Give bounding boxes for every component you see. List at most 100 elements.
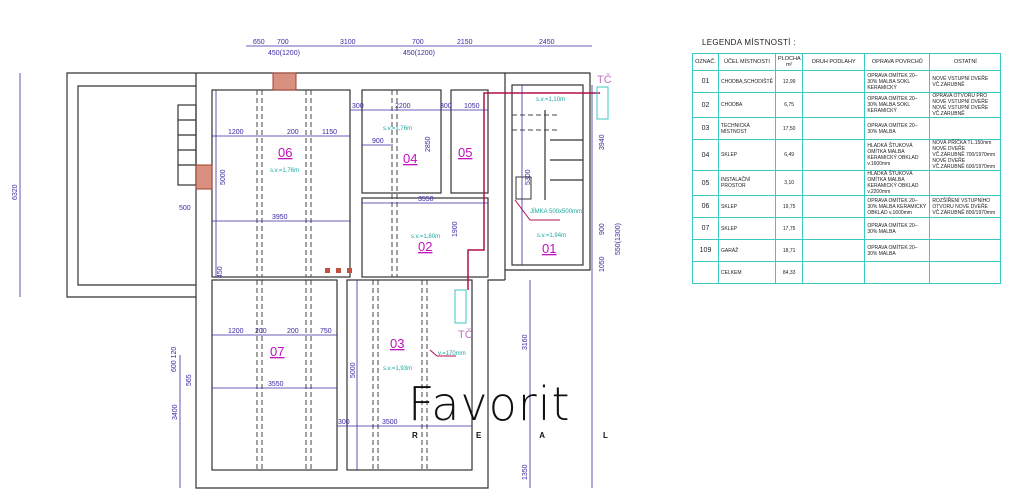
legend-cell-area: 19,75	[774, 195, 804, 218]
legend-cell-repair: HLADKÁ ŠTUKOVÁ OMÍTKA MALBA KERAMICKÝ OB…	[864, 170, 931, 196]
legend-title: LEGENDA MÍSTNOSTÍ :	[702, 38, 796, 47]
dim: 300	[352, 103, 364, 110]
col-header: DRUH PODLAHY	[802, 53, 866, 71]
room-height: s.v.=1,94m	[537, 233, 566, 239]
legend-header: OZNAČ. ÚČEL MÍSTNOSTI PLOCHA m² DRUH POD…	[692, 53, 1002, 71]
dim: 3550	[418, 196, 434, 203]
dim: 600 120	[171, 347, 178, 372]
dim: 5000	[220, 169, 227, 185]
legend-cell-other	[929, 217, 1002, 240]
dim: 5300	[525, 169, 532, 185]
legend-cell-floor	[802, 195, 866, 218]
logo-text: Favorit	[408, 377, 571, 431]
garage-annex	[66, 72, 196, 298]
room-height: s.v.=1,76m	[383, 126, 412, 132]
dim: 1050	[599, 256, 606, 272]
legend-cell-id: 05	[692, 170, 719, 196]
legend-cell-use: CHODBA	[718, 92, 776, 118]
dim: 2850	[425, 136, 432, 152]
dim: 900	[372, 138, 384, 145]
side-dimensions: 6320 3940 900 550(1300) 1050 3160 1350 3…	[12, 73, 622, 488]
legend-cell-id: 06	[692, 195, 719, 218]
legend-cell-use: GARÁŽ	[718, 239, 776, 262]
room-legend: LEGENDA MÍSTNOSTÍ : OZNAČ. ÚČEL MÍSTNOST…	[692, 38, 1002, 284]
legend-cell-id: 01	[692, 70, 719, 93]
legend-cell-other: ROZŠÍŘENÍ VSTUPNÍHO OTVORU NOVÉ DVEŘE VČ…	[929, 195, 1002, 218]
room-height: s.v.=1,10m	[536, 97, 565, 103]
legend-cell-area: 84,33	[774, 261, 804, 284]
dim: 450	[217, 266, 224, 278]
legend-cell-id: 07	[692, 217, 719, 240]
dim: 3400	[172, 404, 179, 420]
legend-cell-area: 17,75	[774, 217, 804, 240]
legend-cell-other: NOVÁ PŘÍČKA TL.150mm NOVÉ DVEŘE VČ.ZÁRUB…	[929, 139, 1002, 171]
dim: 1350	[522, 464, 529, 480]
dim: 1200	[228, 328, 244, 335]
legend-cell-use: SKLEP	[718, 195, 776, 218]
sump-label: JÍMKA 500x500mm	[530, 208, 582, 215]
legend-cell-repair: OPRAVA OMÍTEK 20–30% MALBA SOKL KERAMICK…	[864, 92, 931, 118]
legend-cell-use: TECHNICKÁ MÍSTNOST	[718, 117, 776, 140]
room-label: 02	[418, 239, 432, 254]
dim: 3950	[272, 214, 288, 221]
legend-cell-id	[692, 261, 719, 284]
legend-cell-floor	[802, 92, 866, 118]
dim: 200	[287, 129, 299, 136]
legend-cell-other	[929, 239, 1002, 262]
dim: 900	[599, 223, 606, 235]
dim: 2450	[539, 39, 555, 46]
legend-cell-floor	[802, 117, 866, 140]
inner-dimensions: 1200 200 1150 300 2200 300 1050 900 2850…	[179, 85, 532, 470]
col-header: OPRAVA POVRCHŮ	[864, 53, 931, 71]
dim: 450(1200)	[403, 50, 435, 57]
dim: 650	[253, 39, 265, 46]
logo-subtext: R E A L	[412, 431, 636, 440]
legend-cell-use: CELKEM	[718, 261, 776, 284]
building-walls	[195, 72, 591, 489]
favorit-logo: Favorit R E A L	[408, 377, 636, 440]
top-dimensions: 650 700 3100 700 2150 2450 450(1200) 450…	[246, 39, 592, 57]
dim: 1050	[464, 103, 480, 110]
dim: 6320	[12, 184, 19, 200]
dim: 450(1200)	[268, 50, 300, 57]
room-height: s.v.=1,76m	[270, 168, 299, 174]
legend-cell-use: SKLEP	[718, 139, 776, 171]
legend-cell-other	[929, 261, 1002, 284]
room-label: 07	[270, 344, 284, 359]
col-header: OSTATNÍ	[929, 53, 1002, 71]
dim: 1150	[322, 129, 337, 136]
dim: 3100	[340, 39, 356, 46]
dim: 700	[412, 39, 424, 46]
dim: 300	[440, 103, 452, 110]
dim: 3550	[268, 381, 284, 388]
room-label: 05	[458, 145, 472, 160]
dim: 550(1300)	[615, 223, 622, 255]
legend-cell-floor	[802, 170, 866, 196]
legend-cell-floor	[802, 217, 866, 240]
level-label: v.=170mm	[438, 351, 466, 357]
dim: 1200	[228, 129, 244, 136]
legend-cell-other: OPRAVA OTVORU PRO NOVÉ VSTUPNÍ DVEŘE NOV…	[929, 92, 1002, 118]
legend-cell-repair: OPRAVA OMÍTEK 20–30% MALBA SOKL KERAMICK…	[864, 70, 931, 93]
room-height: s.v.=1,80m	[411, 234, 440, 240]
chimneys	[195, 72, 352, 273]
legend-cell-area: 12,99	[774, 70, 804, 93]
legend-cell-id: 03	[692, 117, 719, 140]
legend-cell-other: NOVÉ VSTUPNÍ DVEŘE VČ.ZÁRUBNĚ	[929, 70, 1002, 93]
dim: 1900	[452, 221, 459, 237]
room-label: 04	[403, 151, 417, 166]
legend-table: OZNAČ. ÚČEL MÍSTNOSTI PLOCHA m² DRUH POD…	[692, 53, 1002, 284]
legend-cell-area: 6,75	[774, 92, 804, 118]
col-header: OZNAČ.	[692, 53, 719, 71]
legend-cell-area: 6,49	[774, 139, 804, 171]
legend-cell-area: 17,50	[774, 117, 804, 140]
legend-cell-id: 02	[692, 92, 719, 118]
legend-cell-repair: HLADKÁ ŠTUKOVÁ OMÍTKA MALBA KERAMICKÝ OB…	[864, 139, 931, 171]
